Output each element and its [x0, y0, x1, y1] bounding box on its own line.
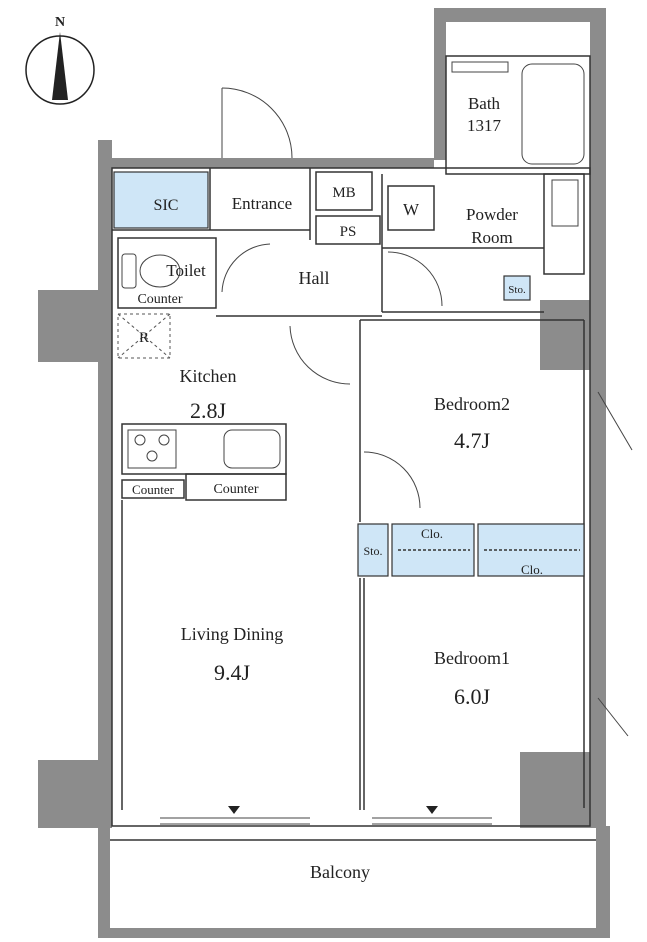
powder-room-label-line1: Powder: [466, 205, 518, 224]
balcony-label: Balcony: [310, 862, 370, 882]
sto-mid-label: Sto.: [363, 544, 382, 558]
living-dining-label: Living Dining: [181, 624, 284, 644]
compass-icon: N: [25, 15, 95, 105]
powder-room-label-line2: Room: [471, 228, 513, 247]
bedroom1-size: 6.0J: [454, 684, 491, 709]
exterior-walls: [38, 8, 610, 938]
refrigerator-label: R: [139, 330, 149, 346]
mb-label: MB: [332, 185, 355, 201]
compass-north-label: N: [55, 15, 65, 30]
counter-left-label: Counter: [132, 482, 175, 497]
entrance-label: Entrance: [232, 194, 292, 213]
ps-label: PS: [340, 224, 357, 240]
bedroom2-size: 4.7J: [454, 428, 491, 453]
hall-label: Hall: [299, 268, 330, 288]
bath-size: 1317: [467, 116, 502, 135]
interior-walls: [110, 55, 633, 841]
bedroom2-label: Bedroom2: [434, 394, 510, 414]
living-dining-size: 9.4J: [214, 660, 251, 685]
toilet-counter-label: Counter: [137, 292, 182, 307]
closet-bottom-label: Clo.: [521, 562, 543, 577]
bath-label: Bath: [468, 94, 501, 113]
toilet-label: Toilet: [166, 261, 206, 280]
w-label: W: [403, 200, 420, 219]
closet-top-label: Clo.: [421, 526, 443, 541]
kitchen-size: 2.8J: [190, 398, 227, 423]
sic-label: SIC: [154, 197, 179, 214]
sto-powder-label: Sto.: [508, 284, 526, 296]
bedroom1-label: Bedroom1: [434, 648, 510, 668]
counter-right-label: Counter: [213, 482, 258, 497]
kitchen-label: Kitchen: [180, 366, 237, 386]
